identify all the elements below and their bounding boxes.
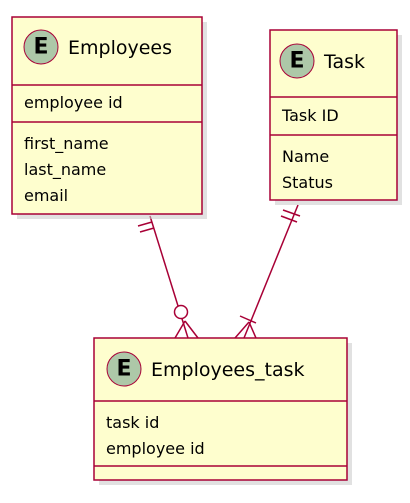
- one-mandatory-mark: [280, 215, 298, 223]
- entity-title: Task: [323, 51, 365, 73]
- entity-task[interactable]: E Task Task ID Name Status: [269, 29, 402, 205]
- entity-badge-icon: [23, 29, 59, 65]
- entity-badge-letter: E: [33, 35, 48, 60]
- entity-attribute: first_name: [24, 134, 109, 154]
- one-mandatory-mark: [137, 221, 153, 227]
- entity-attribute: employee id: [106, 439, 205, 458]
- one-mandatory-mark: [282, 209, 301, 217]
- entity-badge-icon: [279, 43, 315, 79]
- entity-title: Employees_task: [151, 359, 305, 381]
- entity-attribute: Status: [282, 173, 333, 192]
- entity-employees-task[interactable]: E Employees_task task id employee id: [93, 337, 352, 485]
- relationship-task-to-employees-task: [234, 204, 301, 339]
- many-crowfoot-right: [184, 320, 199, 339]
- entity-key-attribute: Task ID: [281, 106, 339, 125]
- entity-employees[interactable]: E Employees employee id first_name last_…: [11, 16, 207, 219]
- entity-attribute: Name: [282, 147, 329, 166]
- one-mandatory-mark: [239, 315, 257, 324]
- entity-badge-letter: E: [289, 49, 304, 74]
- entity-attribute: email: [24, 186, 68, 205]
- entity-attribute: last_name: [24, 160, 106, 180]
- entity-attribute: task id: [106, 413, 159, 432]
- entity-title: Employees: [68, 37, 172, 59]
- entity-key-attribute: employee id: [24, 93, 123, 112]
- many-crowfoot-left: [174, 320, 186, 339]
- entity-badge-letter: E: [116, 357, 131, 382]
- one-mandatory-mark: [139, 227, 155, 233]
- relationship-employees-to-employees-task: [137, 215, 199, 339]
- many-crowfoot-left: [234, 321, 250, 339]
- zero-optional-circle: [173, 304, 189, 320]
- many-crowfoot-right: [248, 321, 257, 339]
- entity-badge-icon: [106, 351, 142, 387]
